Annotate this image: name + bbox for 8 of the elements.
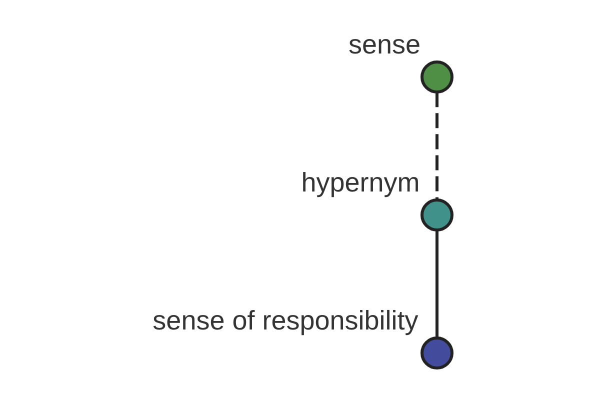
node-circle (420, 60, 453, 94)
node-label: hypernym (300, 168, 420, 198)
node-circle (420, 198, 453, 232)
node-circle (420, 336, 453, 370)
node-label: sense of responsibility (152, 306, 418, 336)
connector (435, 92, 438, 200)
node-label: sense (348, 30, 420, 60)
connector (435, 230, 438, 338)
